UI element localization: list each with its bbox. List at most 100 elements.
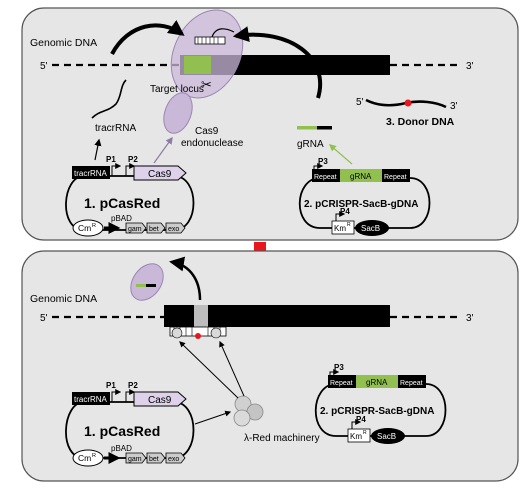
bottom-pcrispr-name: 2. pCRISPR-SacB-gDNA — [320, 406, 434, 417]
tracrrna-label: tracrRNA — [95, 123, 136, 134]
bottom-exo-label: exo — [168, 456, 179, 463]
sacb-label: SacB — [361, 224, 380, 233]
top-pcasred-plasmid: tracrRNA P1 P2 Cas9 1. pCasRed Cm R pBAD… — [65, 155, 195, 237]
lambda-red-label: λ-Red machinery — [244, 433, 320, 444]
bottom-pcrispr-plasmid: P3 Repeat gRNA Repeat 2. pCRISPR-SacB-gD… — [314, 363, 447, 444]
lambda-red-protein-3 — [233, 409, 251, 427]
bottom-gam-label: gam — [128, 456, 142, 463]
top-panel: Genomic DNA 5' 3' ✂ Target locus tracrRN… — [21, 7, 519, 241]
donor-dna-label: 3. Donor DNA — [386, 116, 455, 128]
repeat-left — [312, 169, 340, 182]
donor-five-prime: 5' — [356, 97, 364, 108]
cm-sup: R — [92, 223, 96, 229]
p2-promoter-icon — [125, 163, 136, 176]
p4-label: P4 — [340, 207, 350, 216]
bottom-cm-sup: R — [92, 453, 96, 459]
tracrrna-to-complex-arrow — [110, 20, 185, 55]
bottom-grna-spacer — [356, 375, 398, 388]
pcasred-name: 1. pCasRed — [84, 195, 160, 211]
target-grna-region — [184, 56, 211, 74]
cas9-gene — [133, 165, 187, 181]
scissors-icon: ✂ — [201, 77, 212, 92]
km-resistance — [331, 220, 355, 235]
pcrispr-circle — [298, 177, 431, 229]
grna-spacer-label: gRNA — [350, 172, 372, 181]
bottom-repeat-right — [398, 375, 426, 388]
exo-label: exo — [168, 226, 179, 233]
grna-to-complex-arrow — [232, 26, 322, 99]
bottom-cm-resistance — [72, 449, 104, 467]
p3-label: P3 — [318, 157, 328, 166]
bottom-p2-promoter-icon — [125, 389, 136, 402]
bet-protein-left — [171, 327, 183, 339]
repeat-left-label: Repeat — [314, 174, 337, 181]
p2-label: P2 — [128, 155, 138, 164]
tracr-expression-arrow — [94, 138, 102, 161]
target-locus-label: Target locus — [150, 84, 204, 95]
plasmid-to-lambda-arrow — [194, 410, 232, 425]
bottom-panel: Genomic DNA 5' 3' λ-Red machinery — [21, 250, 519, 482]
bottom-p1-promoter-icon — [111, 389, 122, 402]
bottom-p1-label: P1 — [106, 381, 116, 390]
bottom-gam-gene — [125, 452, 147, 464]
release-arrow — [169, 256, 202, 301]
lambda-to-left-arrow — [179, 341, 239, 399]
bottom-km-resistance — [347, 428, 371, 443]
bottom-tracrrna-gene — [72, 392, 110, 405]
grna-black-segment — [317, 126, 332, 130]
bottom-cut-site — [194, 305, 208, 327]
bottom-p4-label: P4 — [356, 415, 366, 424]
gam-gene — [125, 222, 147, 234]
grna-green-segment — [297, 126, 317, 130]
bottom-bet-label: bet — [149, 456, 159, 463]
grna-expression-arrow — [328, 144, 353, 165]
released-cas9-complex — [130, 263, 164, 301]
cas9-gene-label: Cas9 — [148, 169, 172, 180]
bottom-pbad-label: pBAD — [111, 444, 132, 453]
bottom-five-prime-label: 5' — [40, 313, 48, 324]
gam-label: gam — [128, 226, 142, 233]
repeat-right — [382, 169, 410, 182]
sacb-gene — [355, 220, 389, 236]
edited-mutation-dot — [195, 333, 201, 339]
pbad-label: pBAD — [111, 214, 132, 223]
exo-gene — [165, 222, 186, 234]
released-grna-black — [146, 284, 156, 287]
bottom-bet-gene — [146, 452, 166, 464]
cas9-expression-arrow — [153, 136, 173, 164]
bottom-repeat-left — [328, 375, 356, 388]
bottom-cas9-gene-label: Cas9 — [148, 395, 172, 406]
km-sup: R — [347, 222, 351, 228]
bottom-pcrispr-circle — [314, 383, 447, 437]
tracrrna-gene-label: tracrRNA — [74, 169, 108, 178]
bottom-repeat-right-label: Repeat — [400, 380, 423, 387]
grna-spacer — [340, 169, 382, 182]
bottom-km-label: Km — [350, 432, 362, 441]
bet-protein-right — [210, 327, 222, 339]
km-label: Km — [334, 224, 346, 233]
donor-mutation-dot — [404, 99, 412, 107]
top-pcrispr-plasmid: P3 Repeat gRNA Repeat 2. pCRISPR-SacB-gD… — [298, 157, 431, 236]
donor-three-prime: 3' — [450, 101, 458, 112]
bottom-genomic-dna-label: Genomic DNA — [30, 293, 97, 305]
bottom-km-sup: R — [363, 430, 367, 436]
bottom-grna-spacer-label: gRNA — [366, 378, 388, 387]
bottom-cas9-gene — [133, 391, 187, 407]
lambda-to-right-arrow — [219, 340, 245, 397]
cm-label: Cm — [78, 223, 91, 233]
bottom-block-left — [164, 305, 194, 327]
cm-resistance — [72, 219, 104, 237]
bottom-repeat-left-label: Repeat — [330, 380, 353, 387]
bottom-cm-label: Cm — [78, 453, 91, 463]
bottom-p2-label: P2 — [128, 381, 138, 390]
grna-label: gRNA — [297, 139, 324, 150]
bottom-sacb-label: SacB — [377, 432, 396, 441]
five-prime-label: 5' — [40, 61, 48, 72]
bottom-p3-label: P3 — [334, 363, 344, 372]
cas9-endonuclease — [163, 92, 193, 134]
bottom-exo-gene — [165, 452, 186, 464]
bottom-panel-bg — [21, 250, 519, 482]
endonuclease-label: endonuclease — [181, 138, 244, 149]
bet-label: bet — [149, 226, 159, 233]
